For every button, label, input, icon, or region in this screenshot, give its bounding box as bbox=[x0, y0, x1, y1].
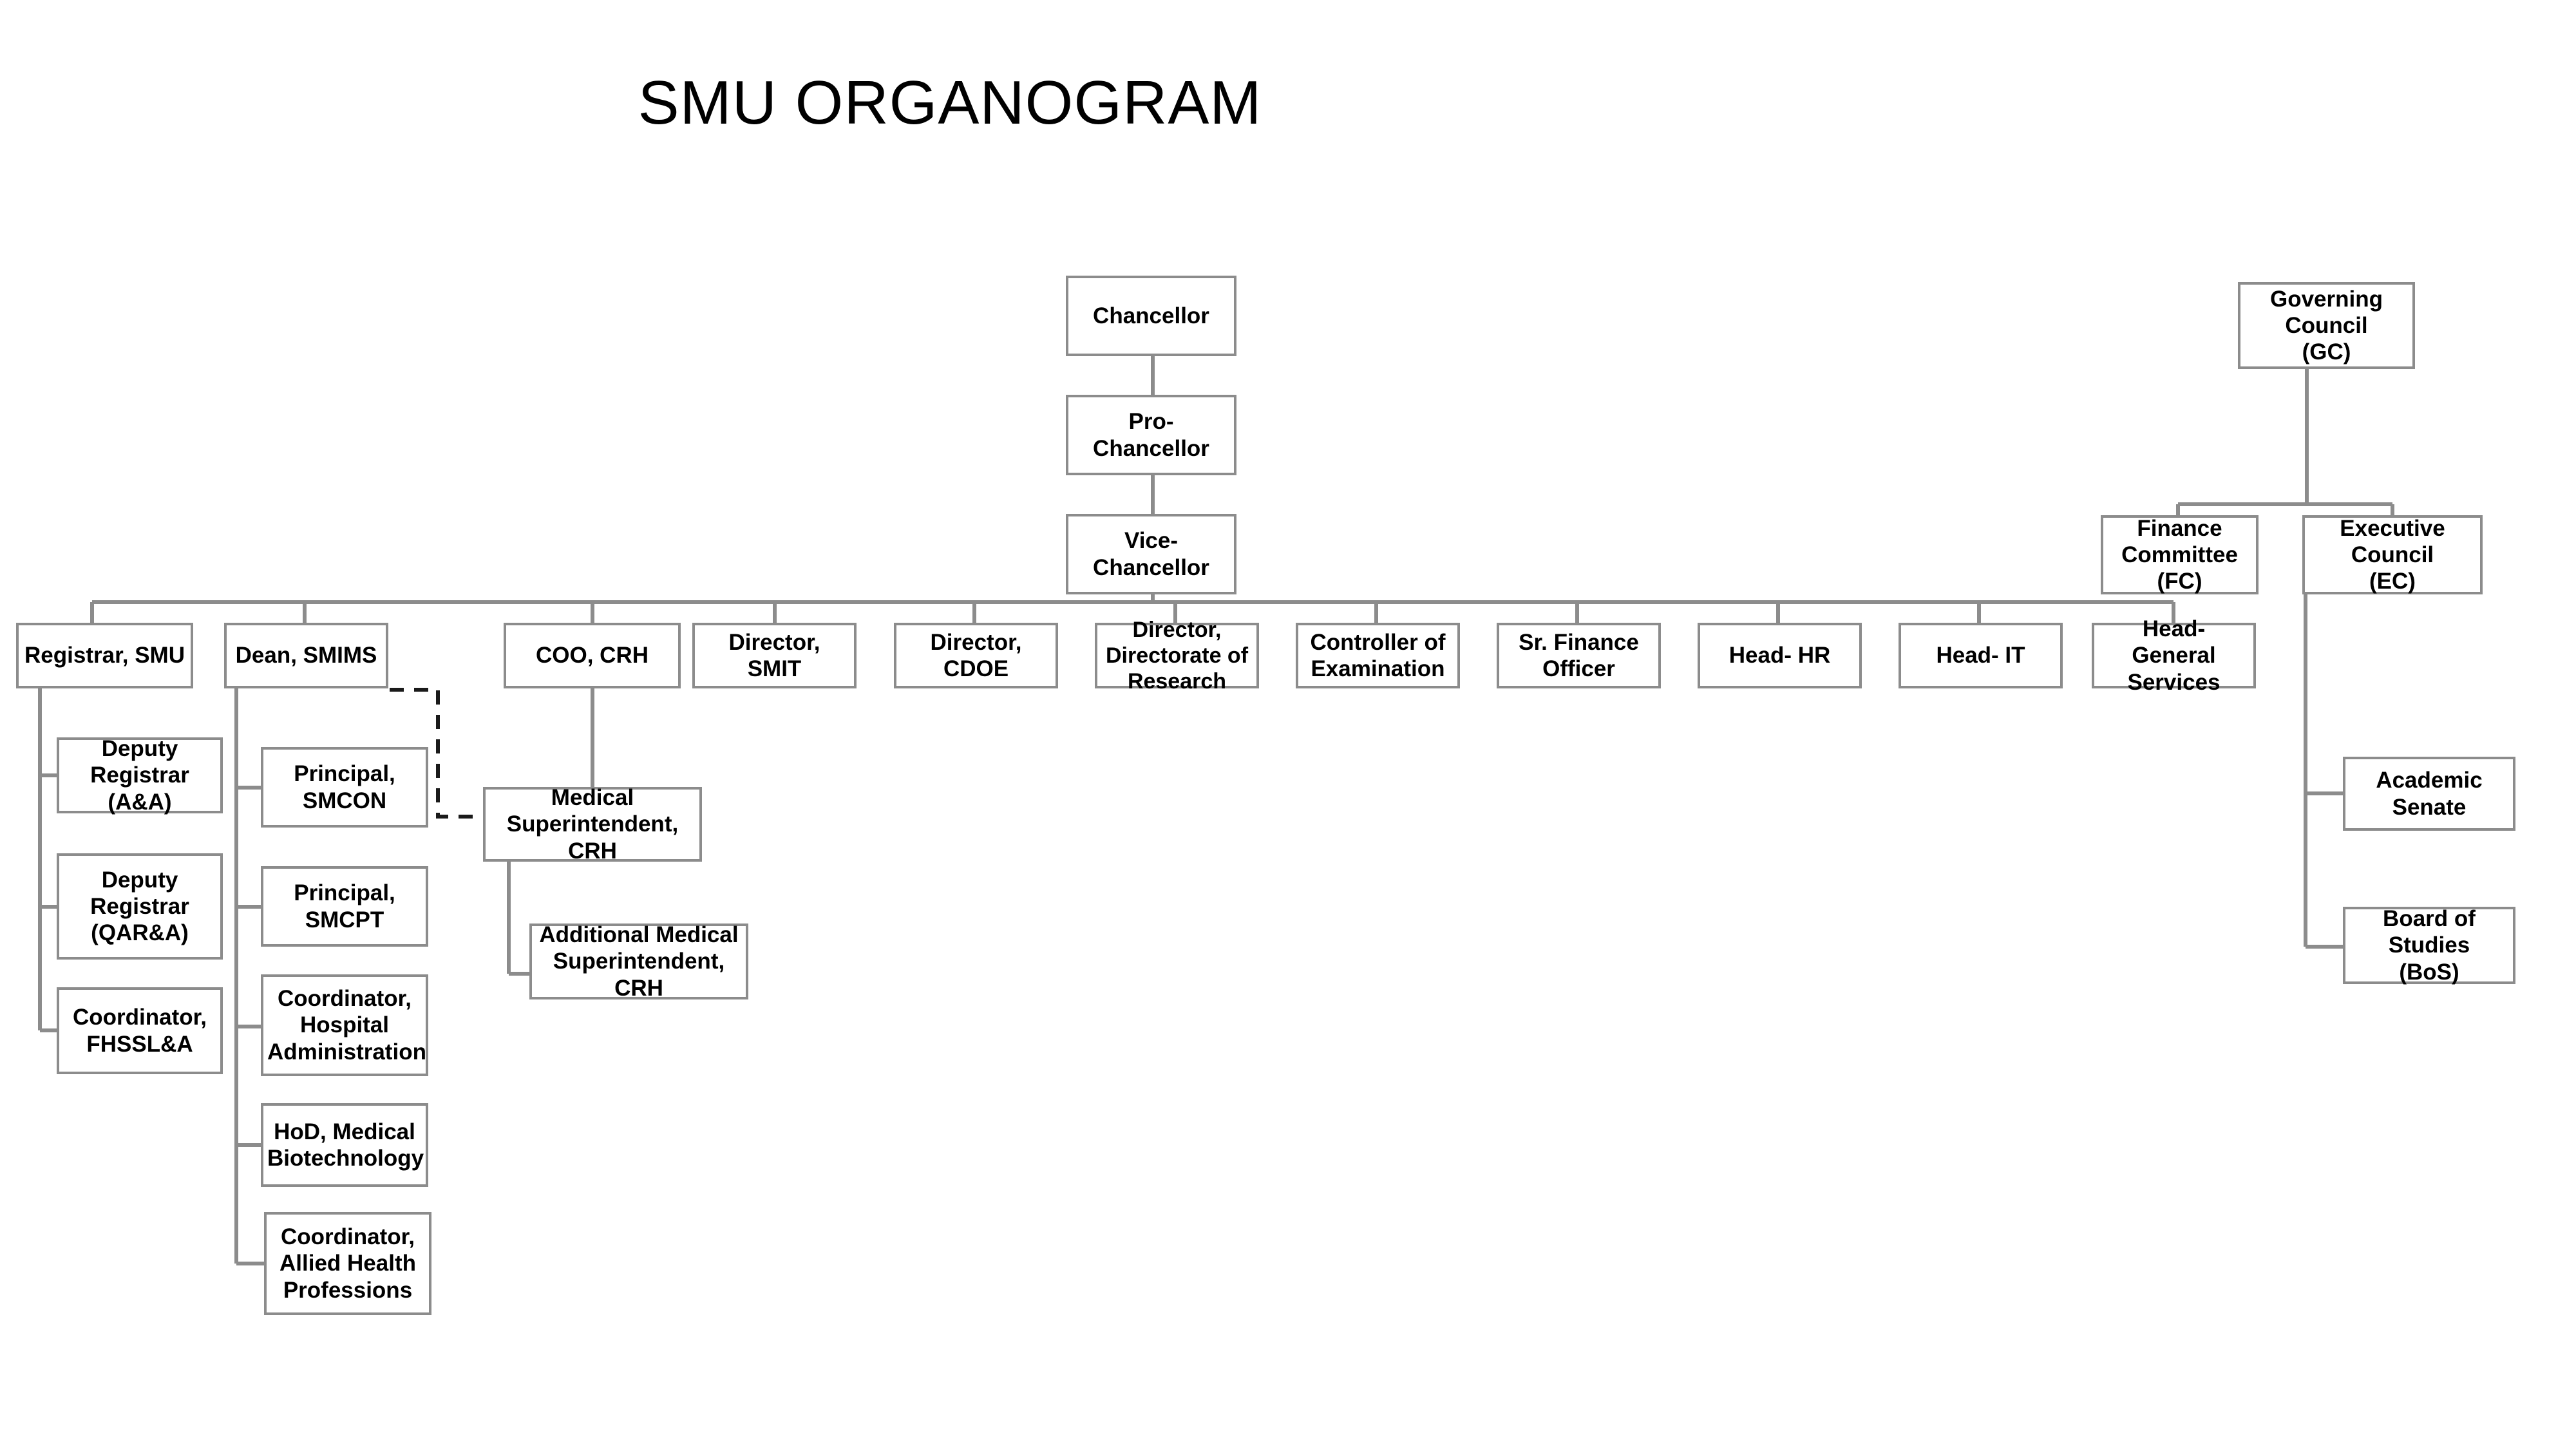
node-label: Head- HR bbox=[1728, 643, 1831, 668]
node-medical-superintendent-crh[interactable]: Medical Superintendent, CRH bbox=[483, 785, 702, 864]
node-label: Coordinator, Allied Health Professions bbox=[279, 1224, 416, 1303]
node-label: Medical Superintendent, CRH bbox=[506, 785, 679, 864]
node-label: Principal, SMCPT bbox=[294, 880, 395, 933]
node-label: Sr. Finance Officer bbox=[1519, 629, 1639, 681]
node-governing-council[interactable]: Governing Council (GC) bbox=[2238, 282, 2415, 369]
node-label: Vice-Chancellor bbox=[1093, 528, 1209, 580]
node-executive-council[interactable]: Executive Council (EC) bbox=[2302, 515, 2483, 594]
node-head-it[interactable]: Head- IT bbox=[1899, 623, 2063, 688]
node-label: Finance Committee (FC) bbox=[2121, 515, 2238, 594]
node-label: Board of Studies (BoS) bbox=[2383, 906, 2476, 985]
node-head-hr[interactable]: Head- HR bbox=[1698, 623, 1862, 688]
node-principal-smcon[interactable]: Principal, SMCON bbox=[261, 747, 428, 828]
node-board-of-studies[interactable]: Board of Studies (BoS) bbox=[2343, 906, 2515, 985]
node-pro-chancellor[interactable]: Pro-Chancellor bbox=[1066, 395, 1236, 475]
node-director-smit[interactable]: Director, SMIT bbox=[692, 623, 857, 688]
page-title: SMU ORGANOGRAM bbox=[638, 68, 1262, 137]
node-academic-senate[interactable]: Academic Senate bbox=[2343, 757, 2515, 831]
node-coo-crh[interactable]: COO, CRH bbox=[504, 623, 681, 688]
node-coordinator-fhssla[interactable]: Coordinator, FHSSL&A bbox=[57, 987, 223, 1074]
node-label: Coordinator, FHSSL&A bbox=[72, 1005, 207, 1057]
node-dean-smims[interactable]: Dean, SMIMS bbox=[224, 623, 388, 688]
node-coordinator-allied-health-professions[interactable]: Coordinator, Allied Health Professions bbox=[264, 1212, 431, 1315]
node-director-directorate-of-research[interactable]: Director, Directorate of Research bbox=[1095, 618, 1259, 694]
node-label: COO, CRH bbox=[536, 643, 649, 668]
node-label: Governing Council (GC) bbox=[2269, 286, 2383, 365]
node-label: Academic Senate bbox=[2376, 768, 2483, 820]
node-finance-committee[interactable]: Finance Committee (FC) bbox=[2101, 515, 2259, 594]
node-label: Additional Medical Superintendent, CRH bbox=[539, 922, 739, 1001]
node-deputy-registrar-aa[interactable]: Deputy Registrar (A&A) bbox=[57, 736, 223, 815]
node-label: Controller of Examination bbox=[1310, 629, 1446, 681]
node-label: Deputy Registrar (A&A) bbox=[90, 736, 189, 815]
node-head-general-services[interactable]: Head- General Services bbox=[2092, 616, 2256, 695]
node-label: Deputy Registrar (QAR&A) bbox=[90, 867, 189, 946]
node-label: Director, CDOE bbox=[930, 629, 1022, 681]
node-principal-smcpt[interactable]: Principal, SMCPT bbox=[261, 866, 428, 947]
node-director-cdoe[interactable]: Director, CDOE bbox=[894, 623, 1058, 688]
node-label: Head- General Services bbox=[2127, 616, 2221, 695]
node-additional-medical-superintendent-crh[interactable]: Additional Medical Superintendent, CRH bbox=[529, 922, 748, 1001]
node-hod-medical-biotechnology[interactable]: HoD, Medical Biotechnology bbox=[261, 1103, 428, 1187]
node-label: Chancellor bbox=[1093, 303, 1209, 328]
node-controller-of-examination[interactable]: Controller of Examination bbox=[1296, 623, 1460, 688]
node-label: Dean, SMIMS bbox=[235, 643, 377, 668]
node-chancellor[interactable]: Chancellor bbox=[1066, 276, 1236, 356]
node-registrar-smu[interactable]: Registrar, SMU bbox=[16, 623, 193, 688]
node-label: Coordinator, Hospital Administration bbox=[267, 986, 426, 1065]
node-label: Head- IT bbox=[1936, 643, 2025, 668]
node-label: HoD, Medical Biotechnology bbox=[267, 1119, 424, 1171]
node-deputy-registrar-qara[interactable]: Deputy Registrar (QAR&A) bbox=[57, 853, 223, 960]
node-coordinator-hospital-administration[interactable]: Coordinator, Hospital Administration bbox=[261, 974, 428, 1076]
node-label: Executive Council (EC) bbox=[2340, 515, 2445, 594]
node-label: Principal, SMCON bbox=[294, 761, 395, 813]
node-vice-chancellor[interactable]: Vice-Chancellor bbox=[1066, 514, 1236, 594]
node-label: Director, Directorate of Research bbox=[1105, 617, 1249, 694]
node-label: Registrar, SMU bbox=[24, 643, 185, 668]
node-label: Director, SMIT bbox=[728, 629, 820, 681]
node-label: Pro-Chancellor bbox=[1093, 409, 1209, 461]
node-sr-finance-officer[interactable]: Sr. Finance Officer bbox=[1497, 623, 1661, 688]
